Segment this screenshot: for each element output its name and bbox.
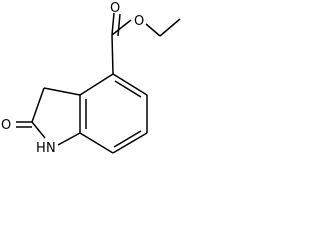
bond-ring-c4-c5	[112, 73, 148, 96]
bond-ring-c4-c5-inner	[114, 80, 142, 98]
bond-c3-c2	[31, 87, 45, 123]
bond-ring-c3a-c4	[79, 73, 114, 96]
bond-ring-c6-c7-inner	[113, 130, 142, 148]
bond-c2-n1	[31, 121, 46, 139]
bond-ester-o-methyl	[145, 23, 161, 37]
atom-label-lactam-nitrogen: N	[46, 141, 56, 156]
bond-ring-c7-c7a	[79, 132, 114, 154]
atom-label-lactam-hydrogen: H	[36, 141, 46, 156]
chemical-structure: O O O N H	[1, 1, 181, 156]
atom-label-lactam-oxygen: O	[1, 118, 11, 133]
bond-c3a-c3	[43, 87, 81, 96]
bond-ester-carbonyl-double-b	[117, 13, 121, 37]
bond-ester-methyl	[159, 18, 181, 37]
bond-n1-c7a	[57, 132, 81, 146]
atom-label-ester-ether-oxygen: O	[134, 14, 144, 29]
atom-label-ester-carbonyl-oxygen: O	[110, 1, 120, 16]
bond-ring-c6-c7	[112, 132, 148, 154]
bond-ester-carbonyl-double-a	[111, 12, 115, 36]
bond-ester-carbon-oxygen	[111, 19, 132, 36]
bond-ester-to-ring	[111, 34, 114, 75]
